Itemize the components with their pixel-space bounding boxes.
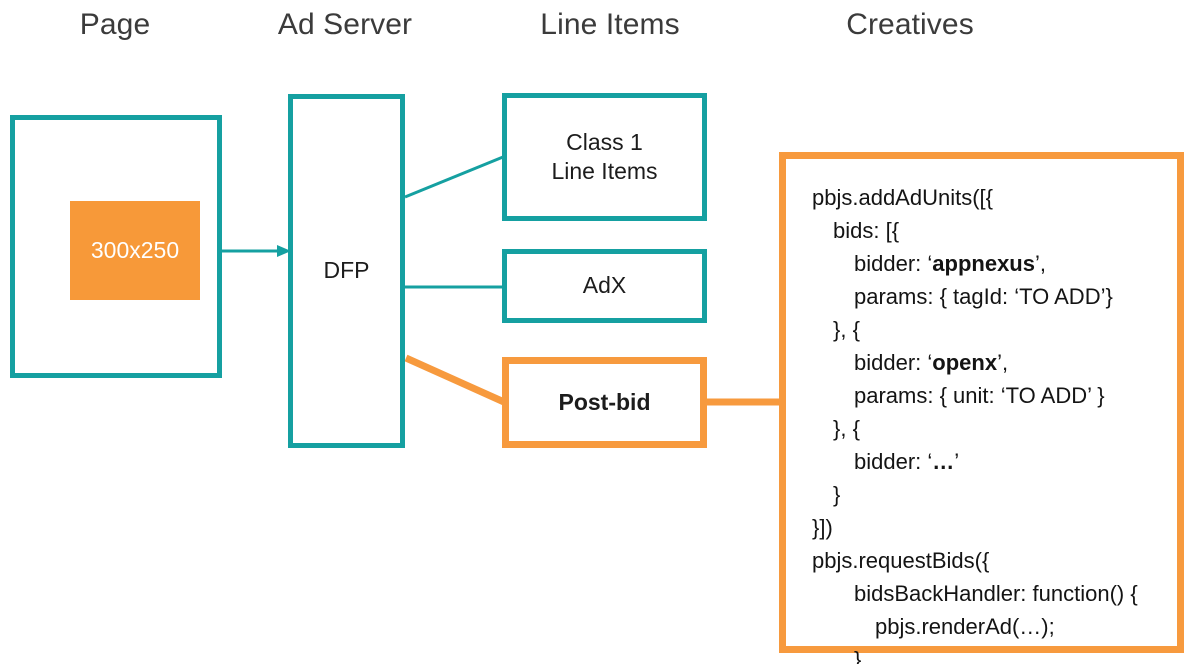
code-line: bidsBackHandler: function() { — [812, 577, 1167, 610]
line-item-adx-label: AdX — [582, 272, 627, 299]
line-item-postbid-label: Post-bid — [558, 388, 651, 415]
ad-server-box-dfp[interactable]: DFP — [288, 94, 405, 448]
ad-slot-300x250[interactable]: 300x250 — [70, 201, 200, 300]
code-token: pbjs.addAdUnits([{ — [812, 185, 993, 210]
code-token: params: { unit: ‘TO ADD’ } — [854, 383, 1105, 408]
connector-dfp-to-postbid — [404, 354, 506, 406]
code-token: }, { — [833, 317, 860, 342]
code-token: bidder: ‘ — [854, 449, 933, 474]
ad-slot-label: 300x250 — [90, 237, 180, 263]
code-line: params: { unit: ‘TO ADD’ } — [812, 379, 1167, 412]
creative-code-box[interactable]: pbjs.addAdUnits([{bids: [{bidder: ‘appne… — [779, 152, 1184, 664]
creative-code-lines: pbjs.addAdUnits([{bids: [{bidder: ‘appne… — [812, 181, 1167, 664]
code-token: bidder: ‘ — [854, 350, 933, 375]
code-token: bidsBackHandler: function() { — [854, 581, 1138, 606]
code-token: } — [854, 647, 862, 664]
line-item-box-class1[interactable]: Class 1 Line Items — [502, 93, 707, 221]
ad-server-label: DFP — [323, 257, 370, 284]
line-item-box-postbid[interactable]: Post-bid — [502, 357, 707, 448]
code-token-bold: appnexus — [932, 251, 1035, 276]
code-token: } — [833, 482, 841, 507]
line-item-class1-line1: Class 1 — [566, 128, 643, 155]
code-line: } — [812, 643, 1167, 664]
code-line: bids: [{ — [812, 214, 1167, 247]
code-line: params: { tagId: ‘TO ADD’} — [812, 280, 1167, 313]
code-token-bold: … — [932, 449, 955, 474]
code-line: bidder: ‘…’ — [812, 445, 1167, 478]
code-line: }, { — [812, 313, 1167, 346]
code-line: }]) — [812, 511, 1167, 544]
code-token: pbjs.requestBids({ — [812, 548, 990, 573]
code-line: bidder: ‘openx’, — [812, 346, 1167, 379]
code-token: bidder: ‘ — [854, 251, 933, 276]
code-line: } — [812, 478, 1167, 511]
code-line: pbjs.addAdUnits([{ — [812, 181, 1167, 214]
code-token: }, { — [833, 416, 860, 441]
line-item-box-adx[interactable]: AdX — [502, 249, 707, 323]
code-token: ’ — [954, 449, 960, 474]
code-token: ’, — [997, 350, 1009, 375]
code-token: params: { tagId: ‘TO ADD’} — [854, 284, 1113, 309]
connector-dfp-to-class1 — [404, 155, 504, 199]
code-token: ’, — [1034, 251, 1046, 276]
column-header-page: Page — [79, 8, 151, 41]
column-header-creatives: Creatives — [846, 8, 974, 41]
code-line: pbjs.requestBids({ — [812, 544, 1167, 577]
code-token: pbjs.renderAd(…); — [875, 614, 1055, 639]
code-line: }, { — [812, 412, 1167, 445]
column-header-line-items: Line Items — [540, 8, 680, 41]
code-token-bold: openx — [932, 350, 998, 375]
code-line: bidder: ‘appnexus’, — [812, 247, 1167, 280]
line-item-class1-line2: Line Items — [551, 158, 658, 184]
column-header-ad-server: Ad Server — [277, 8, 413, 41]
code-token: bids: [{ — [833, 218, 900, 243]
code-token: }]) — [812, 515, 833, 540]
code-line: pbjs.renderAd(…); — [812, 610, 1167, 643]
